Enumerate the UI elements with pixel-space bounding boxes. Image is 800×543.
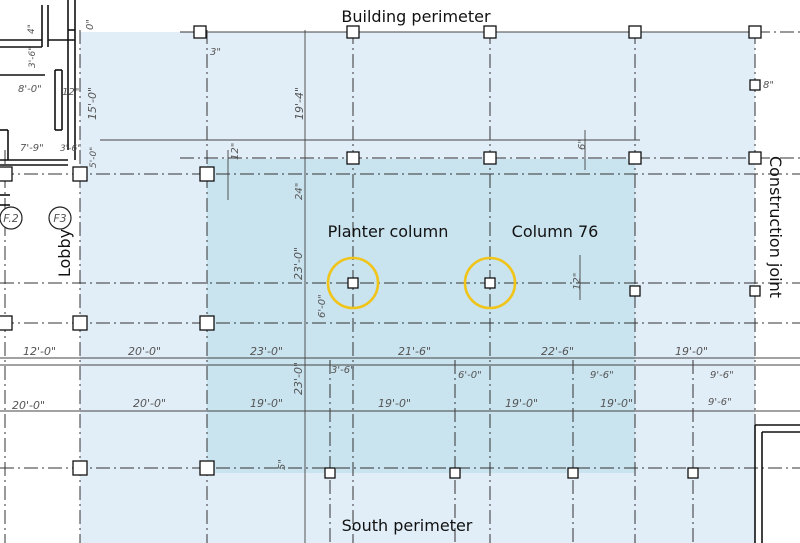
dim-top-8: 8" — [763, 80, 774, 91]
dim-row3-19b: 19'-0" — [378, 397, 411, 410]
column-76-label: Column 76 — [512, 222, 599, 241]
dim-row2-9-6: 9'-6" — [590, 370, 614, 381]
column-marker — [324, 467, 336, 479]
column-marker — [687, 467, 699, 479]
dim-mid-12: 12" — [230, 143, 241, 160]
column-marker — [748, 25, 762, 39]
grid-bubble-f2-label: F.2 — [3, 212, 18, 225]
dim-row3-20b: 20'-0" — [133, 397, 166, 410]
dim-mid-6-v: 6'-0" — [317, 294, 328, 318]
column-marker — [483, 151, 497, 165]
column-marker — [749, 79, 761, 91]
dim-row3-19c: 19'-0" — [505, 397, 538, 410]
column-marker — [193, 25, 207, 39]
dim-top-19-4: 19'-4" — [293, 87, 306, 120]
column-markers — [0, 25, 762, 479]
dim-row1-20: 20'-0" — [128, 345, 161, 358]
column-marker — [347, 277, 359, 289]
column-marker — [346, 25, 360, 39]
dim-left-3-6b: 3'-6" — [28, 47, 38, 68]
column-marker — [199, 166, 215, 182]
construction-joint-label: Construction joint — [766, 156, 785, 298]
column-marker — [748, 151, 762, 165]
column-marker — [0, 166, 13, 182]
column-marker — [629, 285, 641, 297]
dim-mid-24: 24" — [294, 183, 305, 200]
dim-row1-12: 12'-0" — [23, 345, 56, 358]
dim-top-15: 15'-0" — [86, 87, 99, 120]
dim-row2-6: 6'-0" — [458, 370, 482, 381]
column-marker — [567, 467, 579, 479]
dim-bottom-5: 5" — [277, 459, 288, 470]
dim-row1-19: 19'-0" — [675, 345, 708, 358]
dim-top-3: 3" — [210, 47, 221, 58]
column-marker — [483, 25, 497, 39]
column-marker — [72, 166, 88, 182]
column-marker — [484, 277, 496, 289]
grid-bubble-f3: F3 — [48, 206, 72, 230]
column-marker — [0, 315, 13, 331]
dim-row3-9-6: 9'-6" — [708, 397, 732, 408]
column-marker — [72, 460, 88, 476]
column-marker — [199, 460, 215, 476]
dim-left-5: 5'-0" — [89, 147, 99, 168]
dim-row1-23: 23'-0" — [250, 345, 283, 358]
dim-row3-20: 20'-0" — [12, 399, 45, 412]
dimension-annotations: 0" 3" 19'-4" 15'-0" 8" 8'-0" 12" 7'-9" 3… — [12, 19, 774, 470]
dim-row2-3-6: 3'-6" — [331, 365, 355, 376]
column-marker — [749, 285, 761, 297]
dim-mid-12-v: 12" — [572, 273, 583, 290]
column-marker — [628, 151, 642, 165]
column-marker — [199, 315, 215, 331]
dim-left-8: 8'-0" — [18, 84, 42, 95]
dim-row1-22-6: 22'-6" — [541, 345, 574, 358]
dim-top-0: 0" — [85, 19, 96, 30]
planter-column-label: Planter column — [328, 222, 449, 241]
grid-bubble-f2: F.2 — [0, 206, 23, 230]
column-marker — [628, 25, 642, 39]
dim-row3-23: 23'-0" — [292, 362, 305, 395]
dim-row2-9-6b: 9'-6" — [710, 370, 734, 381]
dim-left-4: 4" — [27, 24, 37, 34]
dim-left-3-6: 3'-6" — [60, 144, 81, 154]
column-marker — [449, 467, 461, 479]
dim-row3-19: 19'-0" — [250, 397, 283, 410]
dim-mid-6: 6" — [577, 139, 588, 150]
planter-column-highlight — [326, 256, 380, 310]
dim-row3-19d: 19'-0" — [600, 397, 633, 410]
dimension-lines — [0, 30, 800, 543]
inner-review-zone — [207, 159, 635, 473]
dim-left-7-9: 7'-9" — [20, 143, 44, 154]
grid-bubble-f3-label: F3 — [53, 212, 66, 225]
north-perimeter-label: Building perimeter — [341, 7, 491, 26]
dim-mid-23-v: 23'-0" — [292, 247, 305, 280]
dim-row1-21-6: 21'-6" — [398, 345, 431, 358]
dim-left-12: 12" — [62, 87, 79, 98]
lobby-label: Lobby — [55, 229, 74, 277]
column-marker — [72, 315, 88, 331]
column-marker — [346, 151, 360, 165]
south-perimeter-label: South perimeter — [342, 516, 473, 535]
column-76-highlight — [463, 256, 517, 310]
